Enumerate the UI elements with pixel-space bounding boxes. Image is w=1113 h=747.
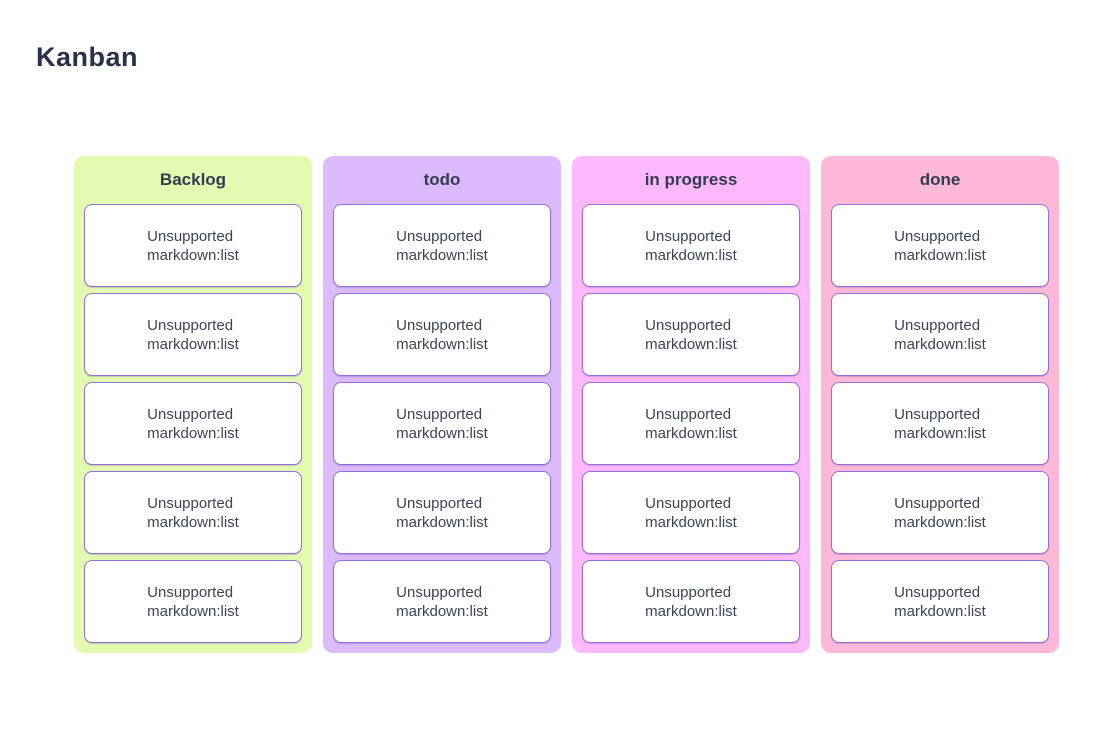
card-text: Unsupported markdown:list — [645, 583, 737, 620]
card-text: Unsupported markdown:list — [645, 316, 737, 353]
kanban-card[interactable]: Unsupported markdown:list — [831, 293, 1049, 376]
page-title: Kanban — [36, 42, 139, 72]
card-text: Unsupported markdown:list — [645, 494, 737, 531]
card-text: Unsupported markdown:list — [894, 227, 986, 264]
card-text: Unsupported markdown:list — [645, 405, 737, 442]
card-text: Unsupported markdown:list — [396, 227, 488, 264]
card-text: Unsupported markdown:list — [894, 405, 986, 442]
card-text: Unsupported markdown:list — [396, 405, 488, 442]
card-text: Unsupported markdown:list — [645, 227, 737, 264]
kanban-card[interactable]: Unsupported markdown:list — [333, 293, 551, 376]
kanban-card[interactable]: Unsupported markdown:list — [831, 471, 1049, 554]
column-done-cards: Unsupported markdown:list Unsupported ma… — [821, 204, 1059, 652]
column-done-header: done — [919, 170, 961, 189]
kanban-card[interactable]: Unsupported markdown:list — [582, 382, 800, 465]
kanban-card[interactable]: Unsupported markdown:list — [582, 560, 800, 643]
column-done: done Unsupported markdown:list Unsupport… — [821, 156, 1059, 653]
kanban-card[interactable]: Unsupported markdown:list — [582, 471, 800, 554]
card-text: Unsupported markdown:list — [147, 227, 239, 264]
kanban-card[interactable]: Unsupported markdown:list — [831, 204, 1049, 287]
kanban-card[interactable]: Unsupported markdown:list — [333, 560, 551, 643]
card-text: Unsupported markdown:list — [396, 316, 488, 353]
column-backlog-cards: Unsupported markdown:list Unsupported ma… — [74, 204, 312, 652]
kanban-card[interactable]: Unsupported markdown:list — [84, 471, 302, 554]
kanban-card[interactable]: Unsupported markdown:list — [84, 293, 302, 376]
column-in-progress-header: in progress — [644, 170, 738, 189]
column-todo-header: todo — [423, 170, 461, 189]
kanban-card[interactable]: Unsupported markdown:list — [84, 560, 302, 643]
kanban-card[interactable]: Unsupported markdown:list — [831, 560, 1049, 643]
column-todo-cards: Unsupported markdown:list Unsupported ma… — [323, 204, 561, 652]
column-backlog-header: Backlog — [159, 170, 227, 189]
card-text: Unsupported markdown:list — [147, 583, 239, 620]
kanban-card[interactable]: Unsupported markdown:list — [333, 471, 551, 554]
kanban-card[interactable]: Unsupported markdown:list — [582, 293, 800, 376]
column-backlog: Backlog Unsupported markdown:list Unsupp… — [74, 156, 312, 653]
column-in-progress-cards: Unsupported markdown:list Unsupported ma… — [572, 204, 810, 652]
kanban-card[interactable]: Unsupported markdown:list — [831, 382, 1049, 465]
card-text: Unsupported markdown:list — [396, 494, 488, 531]
kanban-card[interactable]: Unsupported markdown:list — [84, 204, 302, 287]
column-in-progress: in progress Unsupported markdown:list Un… — [572, 156, 810, 653]
card-text: Unsupported markdown:list — [894, 583, 986, 620]
card-text: Unsupported markdown:list — [396, 583, 488, 620]
card-text: Unsupported markdown:list — [147, 316, 239, 353]
kanban-card[interactable]: Unsupported markdown:list — [333, 382, 551, 465]
kanban-card[interactable]: Unsupported markdown:list — [84, 382, 302, 465]
card-text: Unsupported markdown:list — [894, 316, 986, 353]
kanban-card[interactable]: Unsupported markdown:list — [582, 204, 800, 287]
card-text: Unsupported markdown:list — [147, 494, 239, 531]
kanban-card[interactable]: Unsupported markdown:list — [333, 204, 551, 287]
kanban-board: Backlog Unsupported markdown:list Unsupp… — [74, 156, 1059, 653]
column-todo: todo Unsupported markdown:list Unsupport… — [323, 156, 561, 653]
card-text: Unsupported markdown:list — [147, 405, 239, 442]
card-text: Unsupported markdown:list — [894, 494, 986, 531]
